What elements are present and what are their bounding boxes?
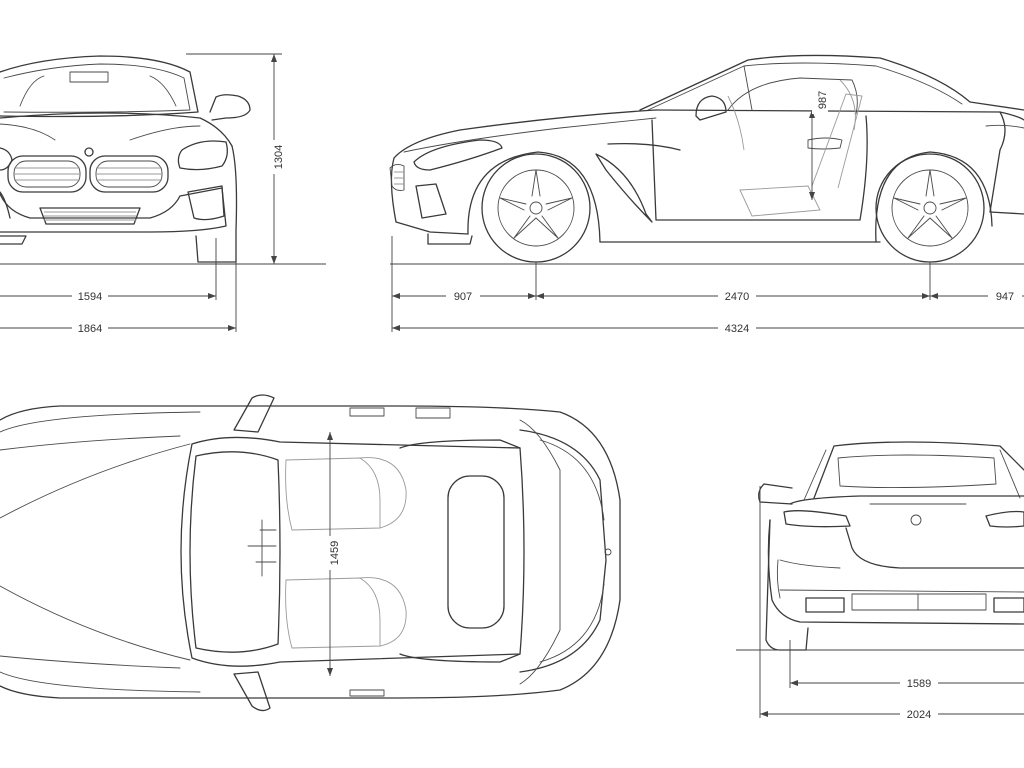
wheelbase-label: 2470 <box>725 291 749 303</box>
overall-length-label: 4324 <box>725 323 749 335</box>
front-height-label: 1304 <box>273 145 285 169</box>
front-view-dimensions: 1304 1594 1864 <box>0 53 326 336</box>
rear-view-dimensions: 1589 2024 <box>736 486 1024 722</box>
inner-width-label: 1459 <box>329 541 341 565</box>
rear-overhang-label: 947 <box>996 291 1014 303</box>
door-height-label: 987 <box>817 91 829 109</box>
side-view-dimensions: 907 2470 947 4324 987 <box>390 84 1024 336</box>
overall-width-mirrors-label: 2024 <box>907 709 931 721</box>
front-view <box>0 55 251 263</box>
front-track-label: 1594 <box>78 291 102 303</box>
front-overhang-label: 907 <box>454 291 472 303</box>
top-view-dimensions: 1459 <box>322 432 341 676</box>
rear-track-label: 1589 <box>907 678 931 690</box>
top-view <box>0 394 621 712</box>
rear-view <box>758 441 1024 651</box>
front-width-label: 1864 <box>78 323 102 335</box>
side-view <box>389 54 1024 263</box>
